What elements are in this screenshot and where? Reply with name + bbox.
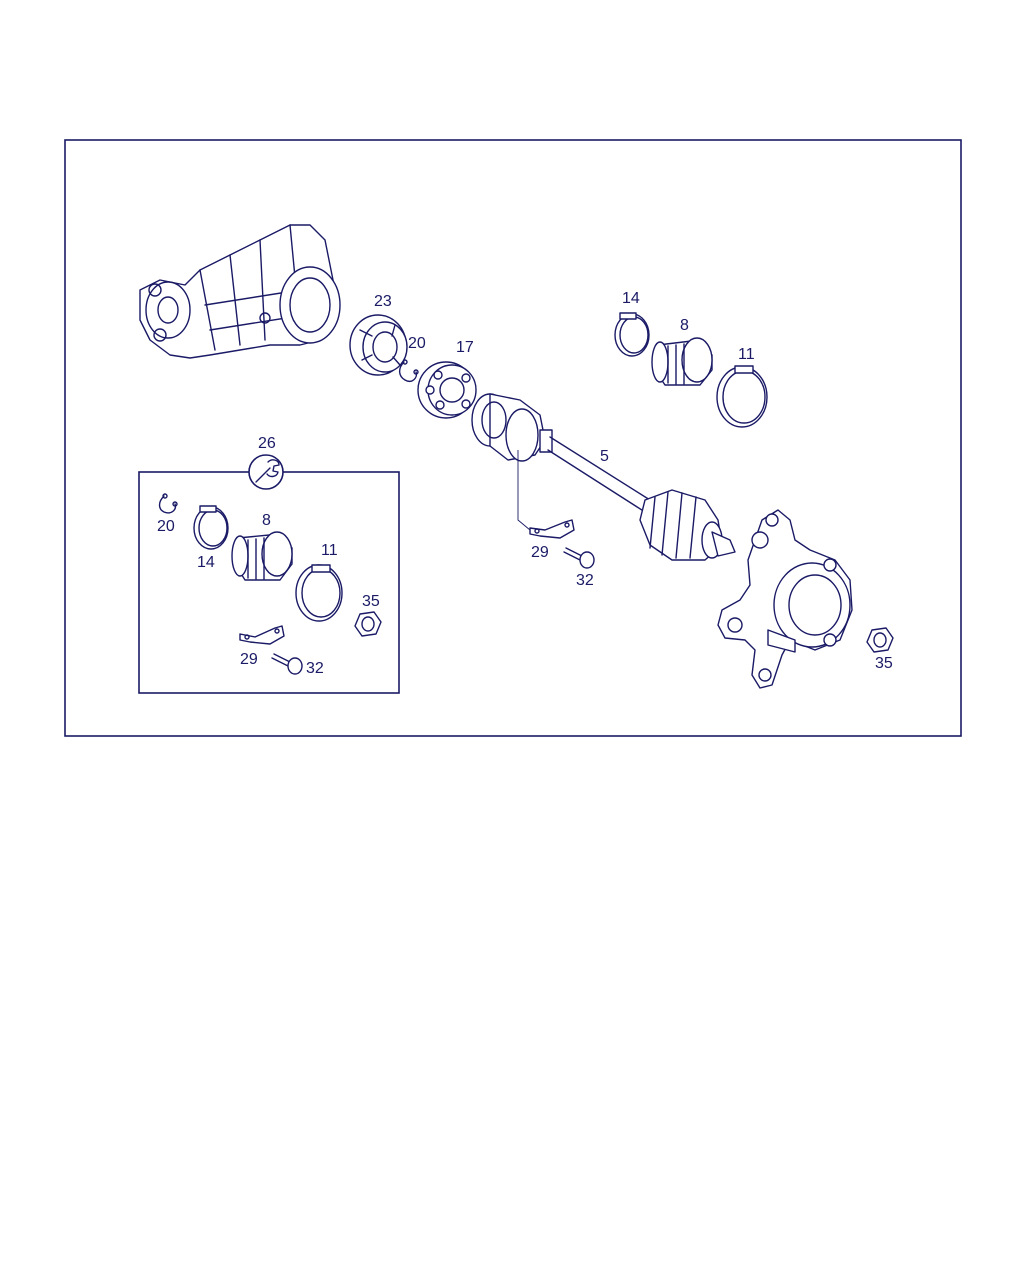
label-35: 35 [875, 655, 893, 672]
part-17-inner-race [417, 361, 477, 419]
kit-label-11: 11 [321, 542, 338, 559]
kit-part-29-retainer [239, 625, 285, 645]
label-26: 26 [258, 435, 276, 452]
diagram-frame [64, 139, 962, 737]
part-14-clamp [614, 312, 650, 357]
kit-part-20-circlip [158, 493, 178, 514]
label-8: 8 [680, 317, 689, 334]
label-29: 29 [531, 544, 549, 561]
leader-line [517, 450, 531, 531]
part-11-large-clamp [716, 365, 768, 428]
kit-part-8-boot [231, 531, 293, 581]
part-35-nut [866, 627, 894, 653]
label-23: 23 [374, 293, 392, 310]
kit-label-14: 14 [197, 554, 215, 571]
kit-part-14-clamp [193, 505, 229, 550]
part-5-drive-shaft [471, 393, 736, 561]
differential-housing [139, 224, 341, 359]
kit-label-29: 29 [240, 651, 258, 668]
label-32: 32 [576, 572, 594, 589]
repair-kit-box [138, 471, 400, 694]
label-20: 20 [408, 335, 426, 352]
kit-label-35: 35 [362, 593, 380, 610]
kit-part-32-bolt [271, 653, 303, 675]
label-5: 5 [600, 448, 609, 465]
part-29-retainer [529, 519, 575, 539]
part-32-bolt [563, 547, 595, 569]
wrench-icon [248, 454, 284, 490]
part-8-boot [651, 337, 713, 386]
part-23-joint-housing [349, 314, 408, 376]
kit-part-11-large-clamp [295, 564, 343, 622]
label-14: 14 [622, 290, 640, 307]
kit-label-20: 20 [157, 518, 175, 535]
label-17: 17 [456, 339, 474, 356]
kit-label-32: 32 [306, 660, 324, 677]
kit-part-35-nut [354, 611, 382, 637]
label-11: 11 [738, 346, 755, 363]
part-20-circlip [398, 359, 419, 382]
kit-label-8: 8 [262, 512, 271, 529]
wheel-hub-carrier [717, 509, 853, 689]
